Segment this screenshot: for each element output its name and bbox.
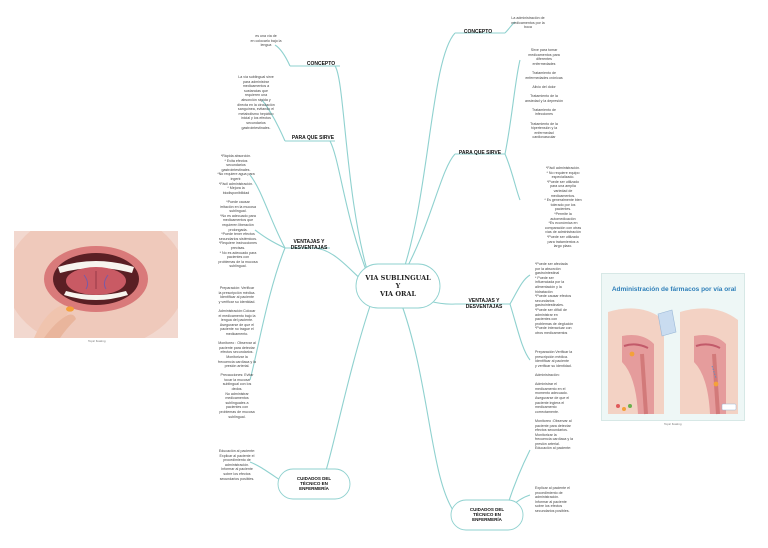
left-cuidados-text-1: Preparación: Verificar la prescripción m… [218,286,256,419]
right-cuidados-text-2: Explicar al paciente el procedimiento de… [535,486,570,513]
photo-caption: Topic floating [88,339,106,343]
left-concepto-topic[interactable]: CONCEPTO [306,61,336,67]
left-para-que-text: La vía sublingual sirve para administrar… [237,75,275,130]
right-ventajas-text: *Fácil administración. * No requiere equ… [544,166,582,249]
right-cuidados-topic[interactable]: CUIDADOS DEL TÉCNICO EN ENFERMERÍA [469,507,505,523]
right-ventajas-topic[interactable]: VENTAJAS Y DESVENTAJAS [465,298,503,310]
left-cuidados-topic[interactable]: CUIDADOS DEL TÉCNICO EN ENFERMERÍA [296,476,332,492]
left-para-que-topic[interactable]: PARA QUE SIRVE [291,135,335,141]
right-para-que-text: Sirve para tomar medicamentos para difer… [525,48,563,140]
right-concepto-text: La administración de medicamentos por la… [511,16,545,30]
oral-administration-figure: Administración de fármacos por vía oral [601,273,745,421]
left-concepto-text: es una vía de en colocarlo bajo la lengu… [250,34,282,48]
central-topic[interactable]: VIA SUBLINGUAL Y VIA ORAL [365,274,431,298]
left-ventajas-text: *Rápida absorción. * Evita efectos secun… [217,154,255,195]
left-desventajas-text: *Puede causar irritación en la mucosa su… [218,200,258,269]
right-concepto-topic[interactable]: CONCEPTO [463,29,493,35]
figure-title: Administración de fármacos por vía oral [611,286,737,293]
right-para-que-topic[interactable]: PARA QUE SIRVE [458,150,502,156]
sublingual-photo [14,231,178,338]
right-cuidados-text-1: Preparación:Verificar la prescripción mé… [535,350,573,451]
left-cuidados-text-2: Educación al paciente: Explicar al pacie… [218,449,256,481]
left-ventajas-topic[interactable]: VENTAJAS Y DESVENTAJAS [290,239,328,251]
right-desventajas-text: *Puede ser afectada por la absorción gas… [535,262,574,335]
figure-caption: Topic floating [664,422,682,426]
